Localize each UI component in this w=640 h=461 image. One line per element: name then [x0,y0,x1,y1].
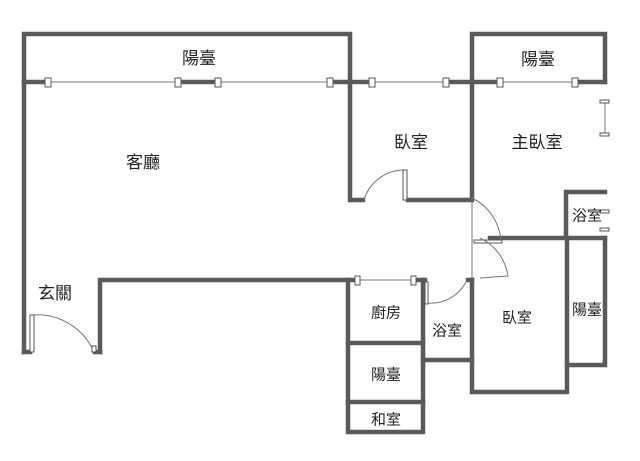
windows [44,77,610,286]
doors [29,169,509,353]
label-entrance: 玄關 [38,284,72,304]
label-balcony-top-left: 陽臺 [182,49,216,69]
room-labels: 陽臺 客廳 臥室 主臥室 陽臺 浴室 玄關 廚房 浴室 臥室 陽臺 陽臺 和室 [38,49,602,429]
label-living-room: 客廳 [126,153,160,173]
label-balcony-top-right: 陽臺 [521,50,555,70]
label-bedroom-top: 臥室 [394,133,428,153]
label-balcony-kitchen: 陽臺 [371,366,401,384]
label-master-bedroom: 主臥室 [512,133,563,153]
label-balcony-right: 陽臺 [572,301,602,319]
label-master-bathroom: 浴室 [572,207,602,225]
label-kitchen: 廚房 [371,304,401,322]
label-bedroom-bottom: 臥室 [502,309,532,327]
label-bathroom: 浴室 [432,322,462,340]
walls [21,31,608,435]
label-japanese-room: 和室 [371,411,401,429]
